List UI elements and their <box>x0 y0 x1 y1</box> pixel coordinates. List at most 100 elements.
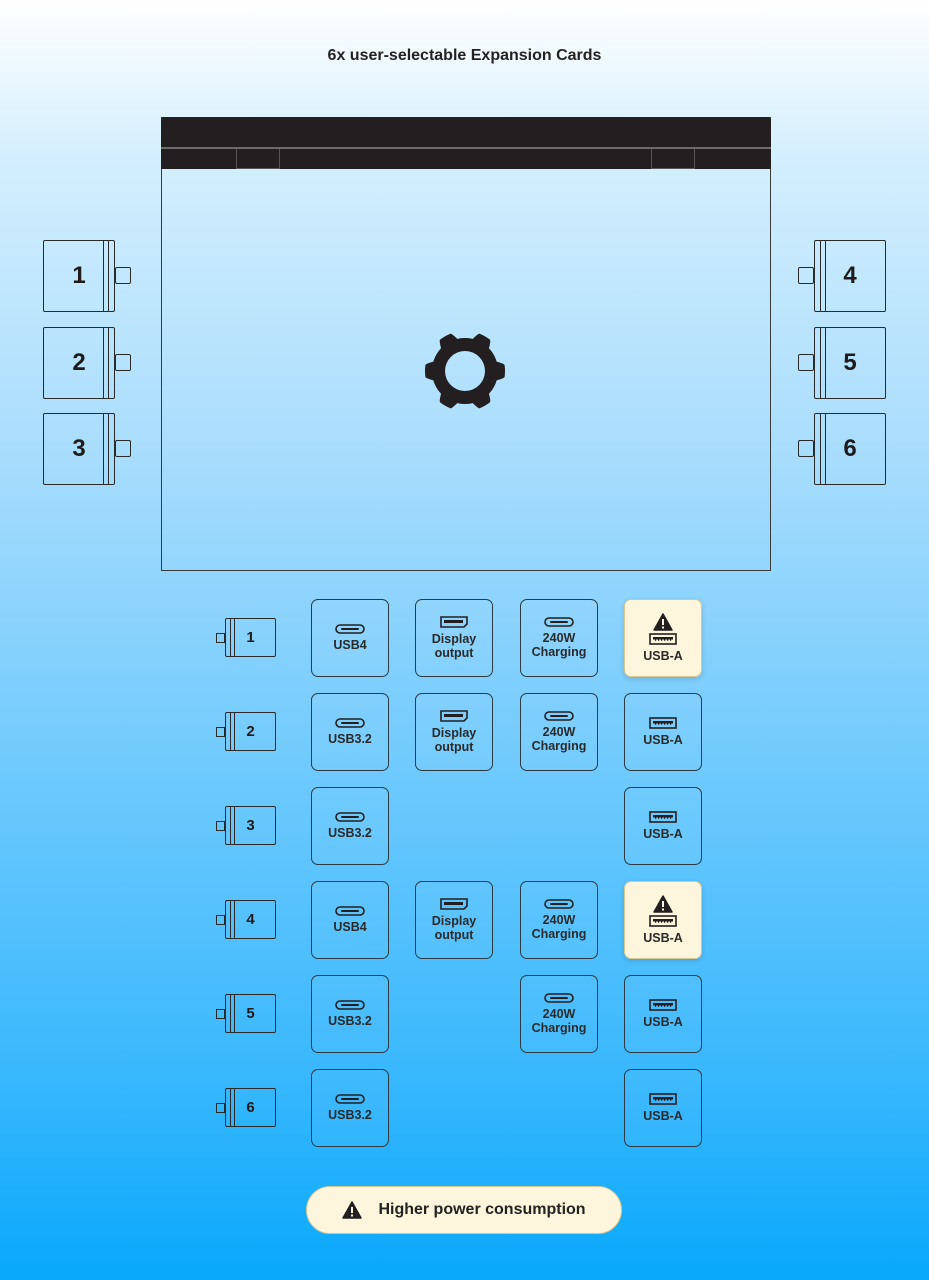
laptop-top-view <box>161 117 771 571</box>
card-option-240w-charging: 240W Charging <box>520 693 598 771</box>
usb-c-icon <box>335 812 365 822</box>
card-option-label: USB3.2 <box>328 826 372 840</box>
card-option-label: 240W Charging <box>531 725 587 753</box>
card-option-usb-a: USB-A <box>624 975 702 1053</box>
slot-card-2: 2 <box>43 327 115 399</box>
gear-logo-icon <box>425 333 505 409</box>
row-slot-connector <box>216 915 225 925</box>
row-slot-connector <box>216 633 225 643</box>
row-slot-card-3: 3 <box>225 806 276 845</box>
hinge-tab-left <box>236 149 280 169</box>
hinge-seam <box>161 147 771 149</box>
usb-a-icon <box>649 999 677 1011</box>
card-option-label: 240W Charging <box>531 631 587 659</box>
card-option-display-output: Display output <box>415 693 493 771</box>
card-option-240w-charging: 240W Charging <box>520 881 598 959</box>
row-slot-card-2: 2 <box>225 712 276 751</box>
displayport-icon <box>440 710 468 722</box>
card-option-label: Display output <box>431 632 477 660</box>
card-option-label: USB3.2 <box>328 1108 372 1122</box>
warning-icon <box>653 613 673 631</box>
card-option-label: Display output <box>431 914 477 942</box>
card-option-usb-a: USB-A <box>624 787 702 865</box>
card-option-label: USB-A <box>643 733 683 747</box>
row-slot-number: 4 <box>246 911 255 928</box>
row-slot-number: 1 <box>246 629 255 646</box>
row-slot-number: 6 <box>246 1099 255 1116</box>
usb-c-icon <box>335 718 365 728</box>
card-option-label: USB-A <box>643 1015 683 1029</box>
slot-card-1: 1 <box>43 240 115 312</box>
page-title: 6x user-selectable Expansion Cards <box>327 47 602 64</box>
usb-a-icon <box>649 717 677 729</box>
card-option-240w-charging: 240W Charging <box>520 599 598 677</box>
usb-a-icon <box>649 1093 677 1105</box>
card-edge <box>230 994 235 1033</box>
card-option-usb-a: USB-A <box>624 881 702 959</box>
row-slot-connector <box>216 1103 225 1113</box>
card-option-usb3-2: USB3.2 <box>311 693 389 771</box>
slot-number: 4 <box>843 262 857 289</box>
card-option-usb-a: USB-A <box>624 693 702 771</box>
slot-card-6: 6 <box>814 413 886 485</box>
slot-card-4: 4 <box>814 240 886 312</box>
card-option-label: 240W Charging <box>531 913 587 941</box>
usb-c-icon <box>335 906 365 916</box>
row-slot-number: 3 <box>246 817 255 834</box>
card-option-label: USB-A <box>643 1109 683 1123</box>
card-edge <box>230 806 235 845</box>
slot-connector <box>115 440 131 457</box>
hinge-tab-right <box>651 149 695 169</box>
card-option-usb-a: USB-A <box>624 1069 702 1147</box>
card-option-display-output: Display output <box>415 599 493 677</box>
usb-a-icon <box>649 633 677 645</box>
usb-c-icon <box>335 1000 365 1010</box>
card-option-label: USB3.2 <box>328 732 372 746</box>
card-option-usb4: USB4 <box>311 599 389 677</box>
card-option-display-output: Display output <box>415 881 493 959</box>
slot-connector <box>798 354 814 371</box>
card-option-usb3-2: USB3.2 <box>311 1069 389 1147</box>
warning-icon <box>342 1201 363 1219</box>
slot-card-3: 3 <box>43 413 115 485</box>
row-slot-number: 2 <box>246 723 255 740</box>
row-slot-card-5: 5 <box>225 994 276 1033</box>
card-option-240w-charging: 240W Charging <box>520 975 598 1053</box>
card-option-usb-a: USB-A <box>624 599 702 677</box>
usb-c-icon <box>335 624 365 634</box>
card-option-label: Display output <box>431 726 477 754</box>
usb-c-icon <box>544 617 574 627</box>
usb-c-icon <box>335 1094 365 1104</box>
slot-connector <box>798 267 814 284</box>
row-slot-connector <box>216 821 225 831</box>
card-option-label: USB-A <box>643 827 683 841</box>
row-slot-number: 5 <box>246 1005 255 1022</box>
card-edge <box>820 240 826 312</box>
usb-c-icon <box>544 993 574 1003</box>
slot-number: 1 <box>72 262 86 289</box>
slot-number: 5 <box>843 349 857 376</box>
slot-number: 6 <box>843 435 857 462</box>
slot-connector <box>115 267 131 284</box>
card-option-label: USB-A <box>643 649 683 663</box>
card-edge <box>820 327 826 399</box>
legend-label: Higher power consumption <box>378 1201 586 1218</box>
card-option-label: USB-A <box>643 931 683 945</box>
row-slot-connector <box>216 727 225 737</box>
usb-a-icon <box>649 915 677 927</box>
laptop-hinge <box>161 117 771 169</box>
card-edge <box>230 1088 235 1127</box>
card-option-usb3-2: USB3.2 <box>311 787 389 865</box>
displayport-icon <box>440 616 468 628</box>
card-edge <box>230 618 235 657</box>
usb-c-icon <box>544 899 574 909</box>
displayport-icon <box>440 898 468 910</box>
row-slot-connector <box>216 1009 225 1019</box>
card-option-label: USB4 <box>333 638 367 652</box>
card-option-usb3-2: USB3.2 <box>311 975 389 1053</box>
row-slot-card-4: 4 <box>225 900 276 939</box>
usb-c-icon <box>544 711 574 721</box>
slot-number: 2 <box>72 349 86 376</box>
card-edge <box>103 327 109 399</box>
card-option-usb4: USB4 <box>311 881 389 959</box>
